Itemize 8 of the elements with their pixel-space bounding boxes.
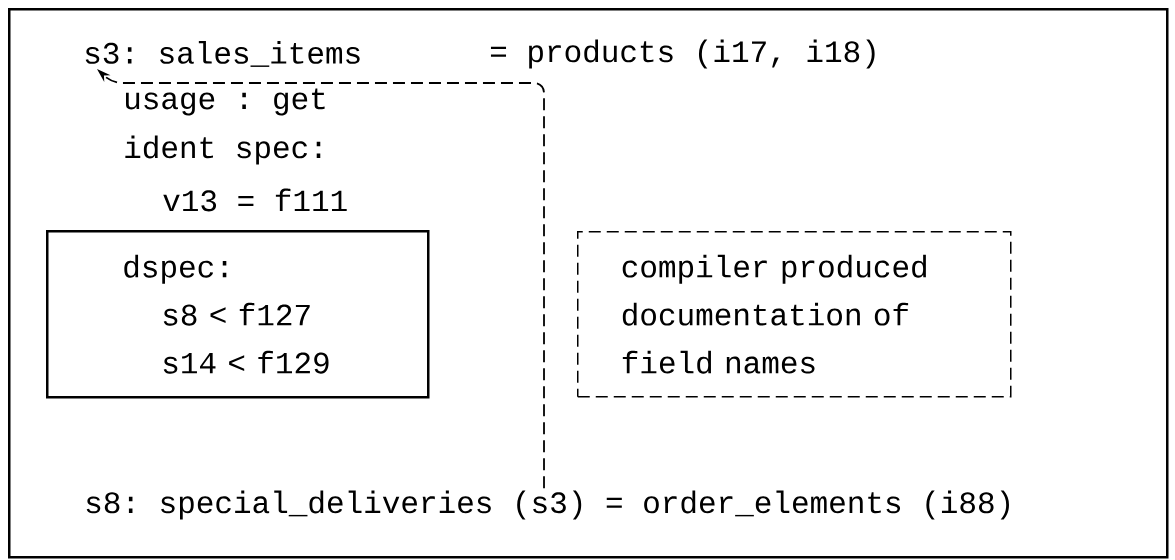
code-line: s8: special_deliveries (s3) = order_elements (i88) (86, 490, 1009, 520)
outer-frame (8, 8, 1169, 559)
code-line: ident spec: (125, 135, 321, 165)
code-line: = products (i17, i18) (490, 39, 875, 69)
note-box: compiler produced documentation of field names (577, 231, 1012, 398)
code-box: dspec: s8 < f127 s14 < f129 (46, 230, 430, 399)
code-line: usage : get (126, 88, 325, 116)
code-line: s3: sales_items (85, 41, 360, 67)
